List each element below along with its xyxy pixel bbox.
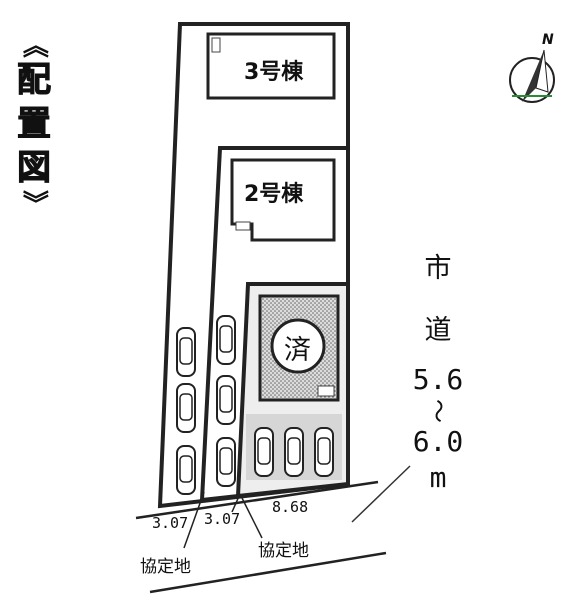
- entrance-mark: [235, 221, 251, 231]
- agreement-leader-1: [183, 491, 205, 549]
- compass-icon: [509, 49, 555, 103]
- car-icon: [254, 427, 274, 477]
- car-icon: [176, 445, 196, 495]
- title-char: 置: [17, 104, 52, 145]
- entrance-mark: [211, 37, 221, 53]
- title-bracket-close: 》: [19, 189, 49, 216]
- agreement-land-label-1: 協定地: [140, 557, 191, 577]
- road-width-min: 5.6: [412, 363, 464, 396]
- car-icon: [216, 315, 236, 365]
- sold-circle: [270, 318, 326, 374]
- car-icon: [284, 427, 304, 477]
- building-2: [230, 158, 336, 242]
- title-char: 配: [17, 60, 52, 101]
- road-width-unit: m: [429, 461, 447, 494]
- road-width-tilde: ～: [424, 399, 452, 423]
- road-name-char: 市: [424, 253, 452, 284]
- road-width-max: 6.0: [412, 425, 464, 458]
- car-icon: [176, 383, 196, 433]
- building-2-label: 2号棟: [244, 182, 304, 207]
- agreement-land-label-2: 協定地: [258, 541, 309, 561]
- car-icon: [216, 375, 236, 425]
- frontage-tick: [231, 493, 241, 513]
- sold-label: 済: [284, 335, 311, 366]
- title-char: 図: [17, 148, 52, 189]
- title-bracket-open: 《: [19, 31, 49, 58]
- frontage-dim-1: 3.07: [152, 514, 189, 532]
- road-label: 市 道 5.6 ～ 6.0 m: [412, 238, 464, 496]
- parking-cars: [176, 315, 334, 495]
- building-3-label: 3号棟: [244, 60, 304, 85]
- road-name-char: 道: [424, 315, 452, 346]
- entrance-mark: [317, 385, 335, 397]
- frontage-dim-2: 3.07: [204, 510, 241, 528]
- road-edge-lower: [149, 551, 387, 594]
- agreement-leader-2: [239, 493, 263, 539]
- frontage-dim-3: 8.68: [272, 498, 309, 516]
- car-icon: [216, 437, 236, 487]
- plan-title: 《 配 置 図 》: [14, 32, 54, 216]
- building-3: [206, 32, 336, 100]
- road-edge-upper: [135, 480, 379, 520]
- car-icon: [314, 427, 334, 477]
- car-icon: [176, 327, 196, 377]
- compass-north-label: N: [542, 32, 554, 48]
- road-label-leader: [351, 465, 411, 523]
